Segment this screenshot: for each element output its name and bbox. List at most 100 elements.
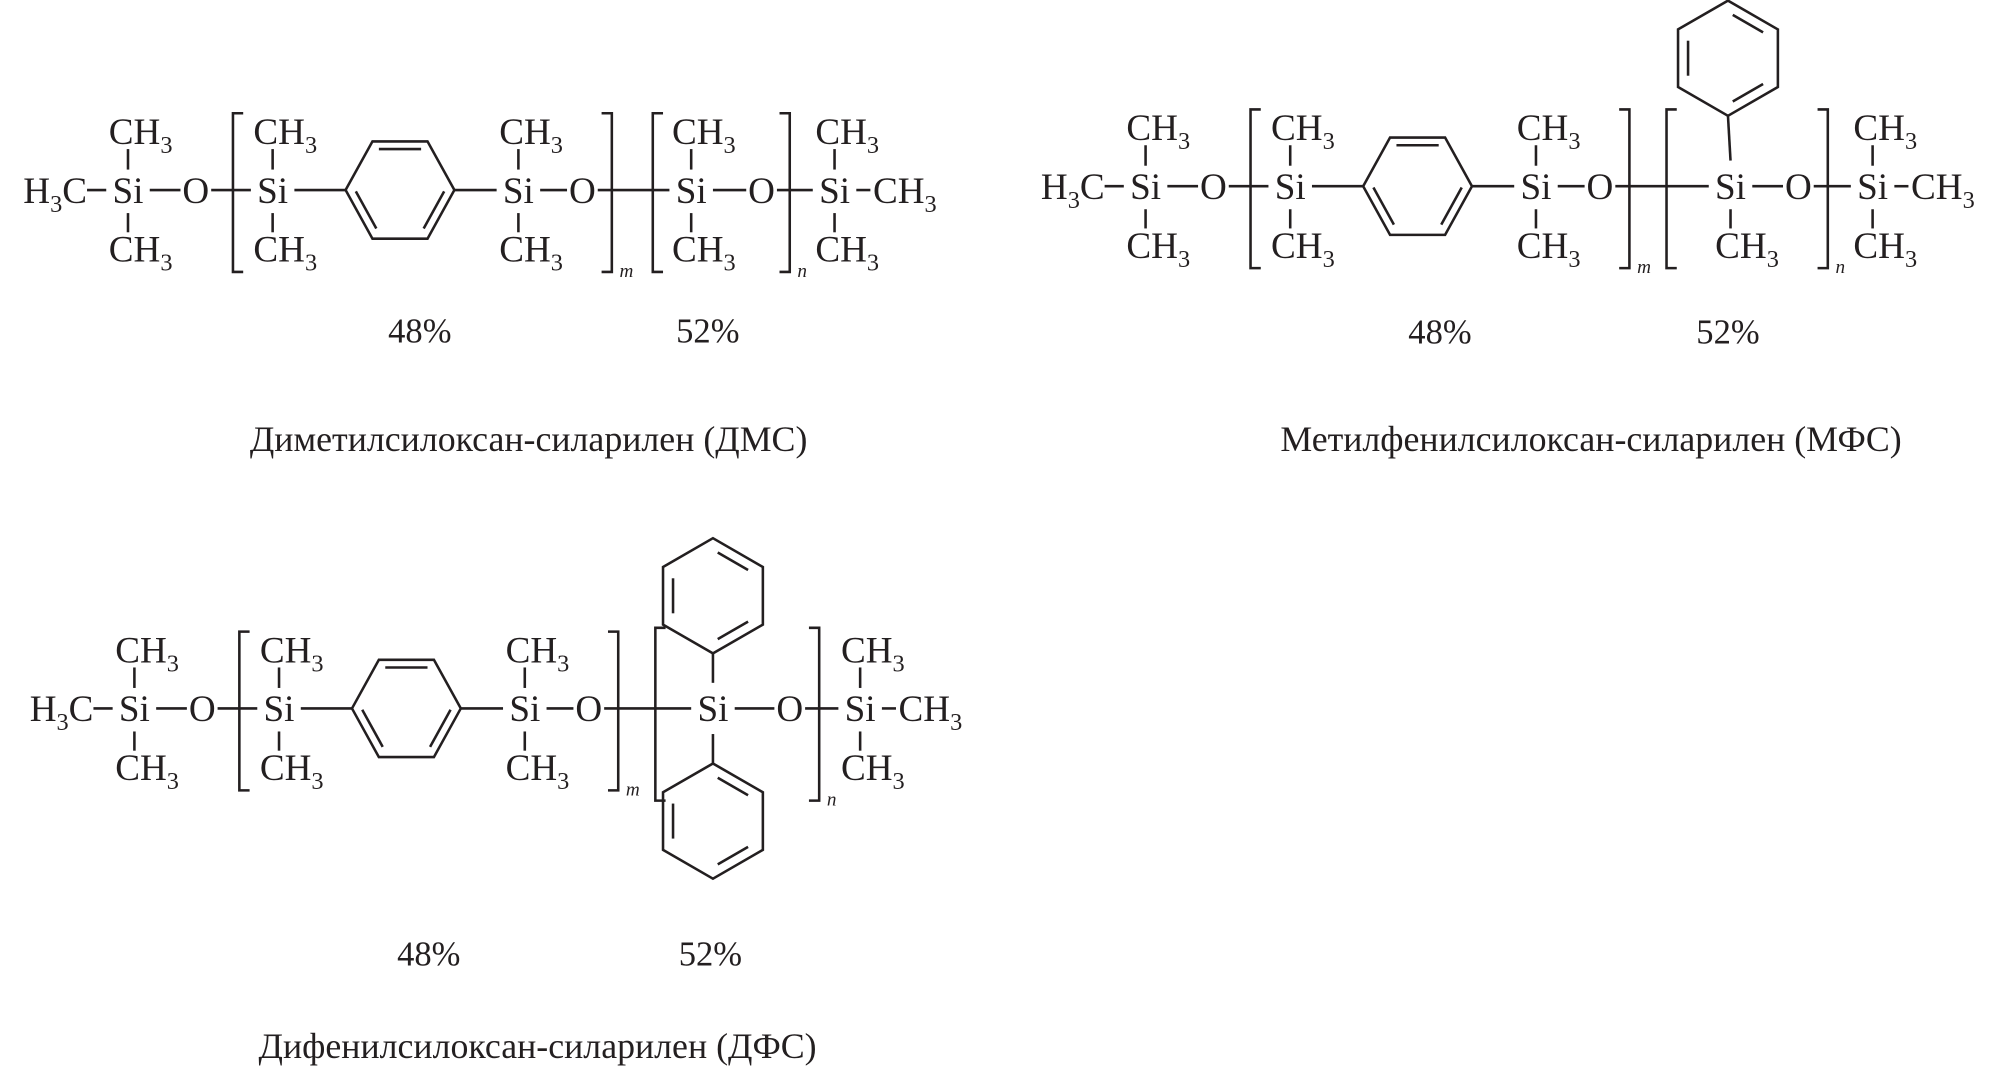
methyl-group-part: CH <box>1126 108 1178 149</box>
silicon-atom: Si <box>845 689 876 730</box>
oxygen-atom: O <box>189 689 216 730</box>
methyl-group: CH3 <box>841 748 905 795</box>
silicon-atom: Si <box>676 171 707 212</box>
methyl-group: CH3 <box>506 630 570 677</box>
silicon-atom: Si <box>509 689 540 730</box>
methyl-group-part: CH <box>506 630 558 671</box>
methyl-terminal-part: CH <box>873 171 925 212</box>
methyl-group-part: CH <box>1126 226 1178 267</box>
methyl-group-part: 3 <box>557 768 569 795</box>
methyl-group-part: 3 <box>551 250 563 277</box>
methyl-group: CH3 <box>815 112 879 159</box>
methyl-group-part: CH <box>1853 108 1905 149</box>
methyl-terminal-part: 3 <box>1963 187 1975 214</box>
methyl-terminal-part: 3 <box>57 709 69 736</box>
silicon-atom-part: Si <box>503 171 534 212</box>
structure-caption-part: Дифенилсилоксан-силарилен (ДФС) <box>259 1026 817 1066</box>
repeat-index: n <box>797 261 807 282</box>
methyl-group-part: CH <box>815 230 867 271</box>
methyl-group-part: CH <box>1517 226 1569 267</box>
methyl-group: CH3 <box>109 230 173 277</box>
structure-caption: Дифенилсилоксан-силарилен (ДФС) <box>259 1026 817 1066</box>
methyl-group-part: 3 <box>1178 128 1190 155</box>
methyl-terminal-part: 3 <box>1068 187 1080 214</box>
phenyl-bond <box>1726 115 1732 161</box>
silicon-atom: Si <box>1275 167 1306 208</box>
methyl-group: CH3 <box>1853 226 1917 273</box>
oxygen-atom: O <box>1785 167 1812 208</box>
methyl-group: CH3 <box>1126 108 1190 155</box>
oxygen-atom: O <box>1587 167 1614 208</box>
silicon-atom-part: Si <box>676 171 707 212</box>
methyl-group: CH3 <box>506 748 570 795</box>
oxygen-atom-part: O <box>182 171 209 212</box>
percent-m: 48% <box>397 936 460 974</box>
bracket-right <box>779 111 792 274</box>
silicon-atom: Si <box>1715 167 1746 208</box>
bracket-left <box>651 111 664 274</box>
repeat-index: m <box>626 779 640 800</box>
methyl-group-part: CH <box>1715 226 1767 267</box>
oxygen-atom: O <box>1200 167 1227 208</box>
percent-n: 52% <box>679 936 742 974</box>
methyl-group: CH3 <box>1271 108 1335 155</box>
methyl-group-part: CH <box>841 748 893 789</box>
bracket-right <box>1619 108 1631 270</box>
methyl-group-part: 3 <box>160 132 172 159</box>
methyl-group-part: 3 <box>311 650 323 677</box>
oxygen-atom-part: O <box>1785 167 1812 208</box>
silicon-atom-part: Si <box>845 689 876 730</box>
methyl-group-part: CH <box>109 112 161 153</box>
methyl-group: CH3 <box>815 230 879 277</box>
repeat-index: n <box>827 790 837 811</box>
oxygen-atom-part: O <box>189 689 216 730</box>
methyl-group-part: 3 <box>893 650 905 677</box>
methyl-group: CH3 <box>1853 108 1917 155</box>
methyl-group-part: CH <box>260 748 312 789</box>
bracket-left <box>231 111 244 274</box>
methyl-group-part: CH <box>115 630 167 671</box>
methyl-terminal-part: C <box>69 689 94 730</box>
silicon-atom-part: Si <box>1715 167 1746 208</box>
methyl-terminal: CH3 <box>1911 167 1975 214</box>
methyl-group: CH3 <box>1517 226 1581 273</box>
phenyl-ring <box>1676 0 1780 118</box>
methyl-group-part: CH <box>672 112 724 153</box>
methyl-group-part: CH <box>672 230 724 271</box>
repeat-index-part: m <box>620 261 634 282</box>
bracket-left <box>1665 108 1677 270</box>
double-bond <box>1440 186 1463 226</box>
methyl-terminal-part: CH <box>1911 167 1963 208</box>
silicon-atom: Si <box>697 689 728 730</box>
methyl-terminal-part: CH <box>899 689 951 730</box>
methyl-terminal-part: H <box>1041 167 1068 208</box>
methyl-terminal: H3C <box>1041 167 1105 214</box>
bracket-right <box>601 111 614 274</box>
oxygen-atom-part: O <box>776 689 803 730</box>
silicon-atom: Si <box>503 171 534 212</box>
methyl-group-part: 3 <box>1568 246 1580 273</box>
double-bond <box>717 551 749 572</box>
methyl-group: CH3 <box>1715 226 1779 273</box>
double-bond <box>354 190 378 230</box>
silicon-atom: Si <box>257 171 288 212</box>
methyl-terminal-part: 3 <box>50 191 62 218</box>
oxygen-atom: O <box>575 689 602 730</box>
methyl-group-part: 3 <box>1323 128 1335 155</box>
percent-n-part: 52% <box>676 312 739 350</box>
repeat-index-part: n <box>1835 257 1845 278</box>
double-bond <box>428 709 452 748</box>
bracket-right <box>1817 108 1830 270</box>
methyl-group-part: 3 <box>305 250 317 277</box>
methyl-terminal: H3C <box>23 171 87 218</box>
methyl-group-part: CH <box>1517 108 1569 149</box>
methyl-group: CH3 <box>109 112 173 159</box>
methyl-terminal-part: 3 <box>925 191 937 218</box>
silicon-atom-part: Si <box>264 689 295 730</box>
silicon-atom-part: Si <box>697 689 728 730</box>
methyl-group: CH3 <box>260 630 324 677</box>
methyl-group: CH3 <box>1126 226 1190 273</box>
oxygen-atom: O <box>776 689 803 730</box>
methyl-group-part: 3 <box>551 132 563 159</box>
